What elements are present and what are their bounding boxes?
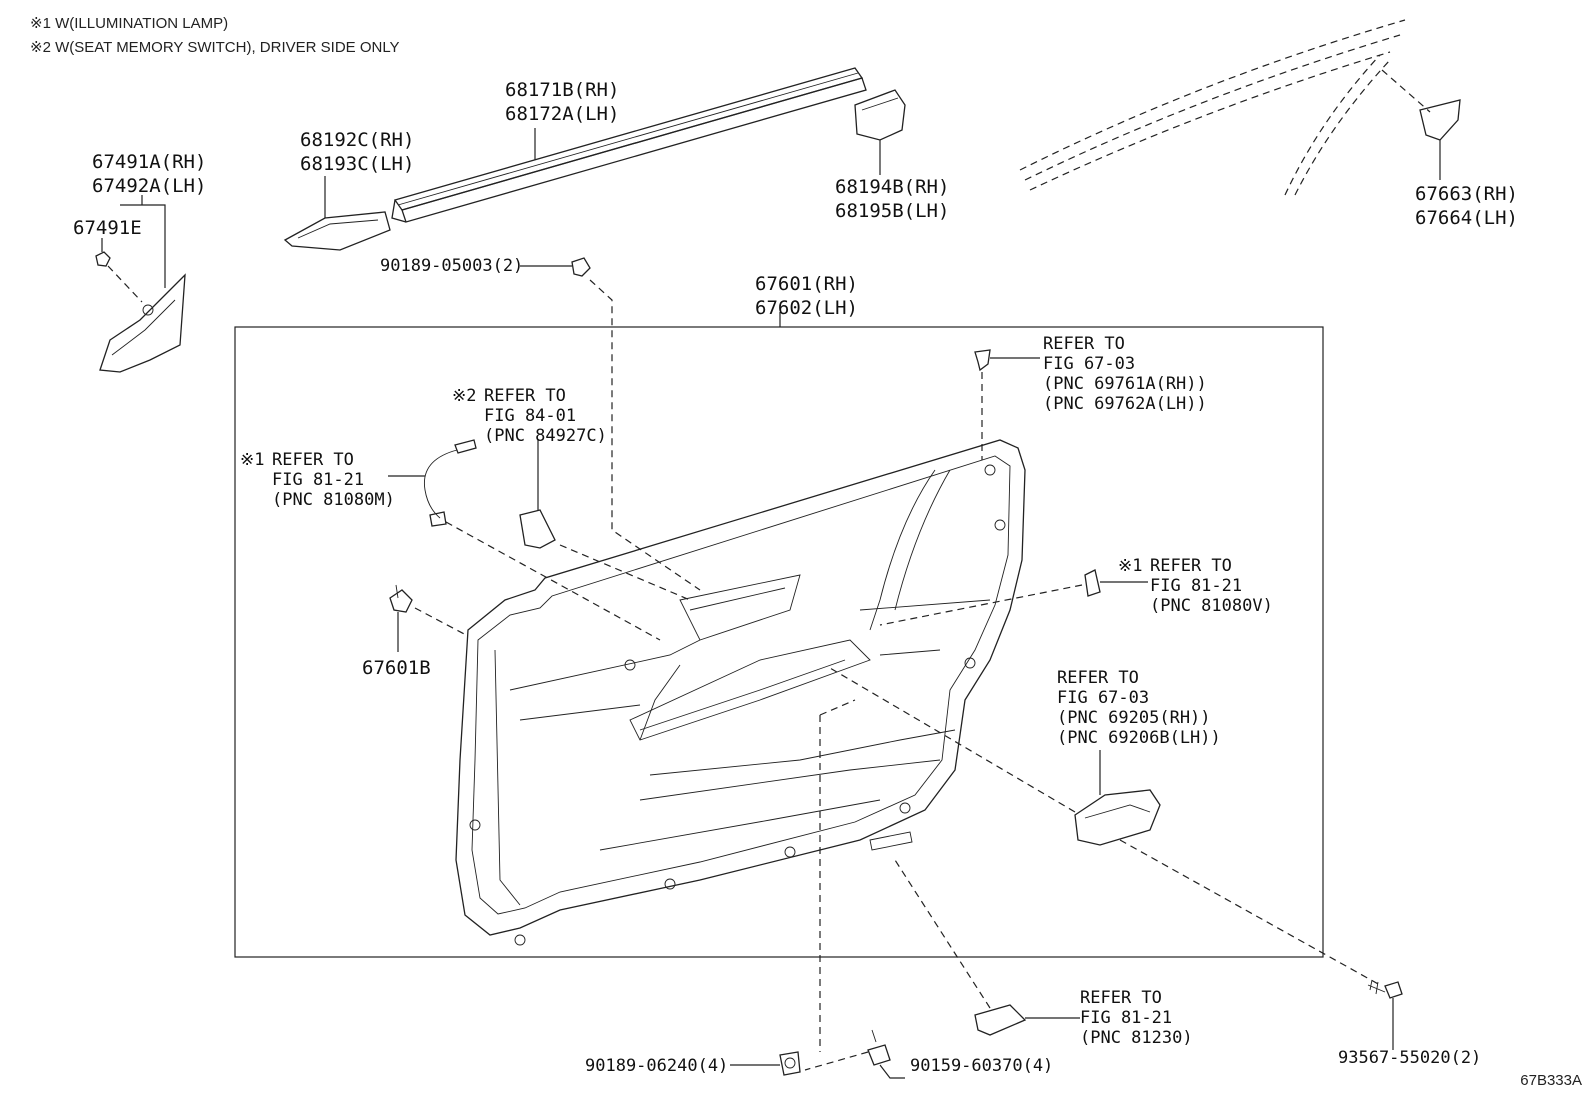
clip-90189-05003	[520, 257, 701, 591]
label-90189-06240[interactable]: 90189-06240(4)	[585, 1056, 729, 1076]
label-67663[interactable]: 67663(RH)	[1415, 183, 1518, 205]
label-68193c[interactable]: 68193C(LH)	[300, 153, 415, 175]
ref-mark-1b: ※1	[1118, 556, 1143, 576]
ref-fig-67-03-69761a[interactable]: REFER TO FIG 67-03 (PNC 69761A(RH)) (PNC…	[1043, 334, 1207, 414]
label-67664[interactable]: 67664(LH)	[1415, 207, 1518, 229]
note-illumination-lamp: ※1 W(ILLUMINATION LAMP)	[30, 15, 229, 32]
pillar-lines	[1019, 19, 1431, 196]
garnish-67491a	[95, 195, 186, 373]
label-67491a[interactable]: 67491A(RH)	[92, 151, 207, 173]
label-67602[interactable]: 67602(LH)	[755, 297, 858, 319]
clip-69761a	[974, 349, 1040, 460]
label-68195b[interactable]: 68195B(LH)	[835, 200, 950, 222]
harness-81080m	[388, 439, 661, 641]
part-67663	[1419, 99, 1461, 180]
label-68192c[interactable]: 68192C(RH)	[300, 129, 415, 151]
door-trim-panel	[455, 439, 1026, 946]
clip-81230	[894, 859, 1080, 1036]
ref-fig-67-03-69205[interactable]: REFER TO FIG 67-03 (PNC 69205(RH)) (PNC …	[1057, 668, 1221, 748]
assembly-frame	[234, 326, 1324, 958]
label-90159-60370[interactable]: 90159-60370(4)	[910, 1056, 1054, 1076]
note-seat-memory-switch: ※2 W(SEAT MEMORY SWITCH), DRIVER SIDE ON…	[30, 39, 400, 56]
ref-fig-81-21-81080v[interactable]: REFER TO FIG 81-21 (PNC 81080V)	[1150, 556, 1273, 616]
inside-handle-69205	[829, 667, 1381, 986]
ref-mark-2: ※2	[452, 386, 477, 406]
ref-mark-1a: ※1	[240, 450, 265, 470]
label-67601b[interactable]: 67601B	[362, 657, 431, 679]
part-68194b	[854, 89, 906, 141]
label-93567-55020[interactable]: 93567-55020(2)	[1338, 1048, 1482, 1068]
ref-fig-84-01[interactable]: REFER TO FIG 84-01 (PNC 84927C)	[484, 386, 607, 446]
nut-90189-06240	[730, 699, 856, 1076]
label-90189-05003[interactable]: 90189-05003(2)	[380, 256, 524, 276]
lamp-81080v	[879, 569, 1148, 626]
bolt-90159	[804, 1029, 905, 1079]
label-68194b[interactable]: 68194B(RH)	[835, 176, 950, 198]
ref-fig-81-21-81230[interactable]: REFER TO FIG 81-21 (PNC 81230)	[1080, 988, 1193, 1048]
label-67492a[interactable]: 67492A(LH)	[92, 175, 207, 197]
clip-67601b	[389, 584, 469, 652]
label-67601[interactable]: 67601(RH)	[755, 273, 858, 295]
label-68172a[interactable]: 68172A(LH)	[505, 103, 620, 125]
label-67491e[interactable]: 67491E	[73, 217, 142, 239]
ref-fig-81-21-81080m[interactable]: REFER TO FIG 81-21 (PNC 81080M)	[272, 450, 395, 510]
weatherstrip-68171b	[391, 67, 867, 223]
screw-93567	[1367, 979, 1403, 1050]
switch-84927c	[519, 440, 691, 601]
figure-code: 67B333A	[1520, 1072, 1582, 1089]
label-68171b[interactable]: 68171B(RH)	[505, 79, 620, 101]
